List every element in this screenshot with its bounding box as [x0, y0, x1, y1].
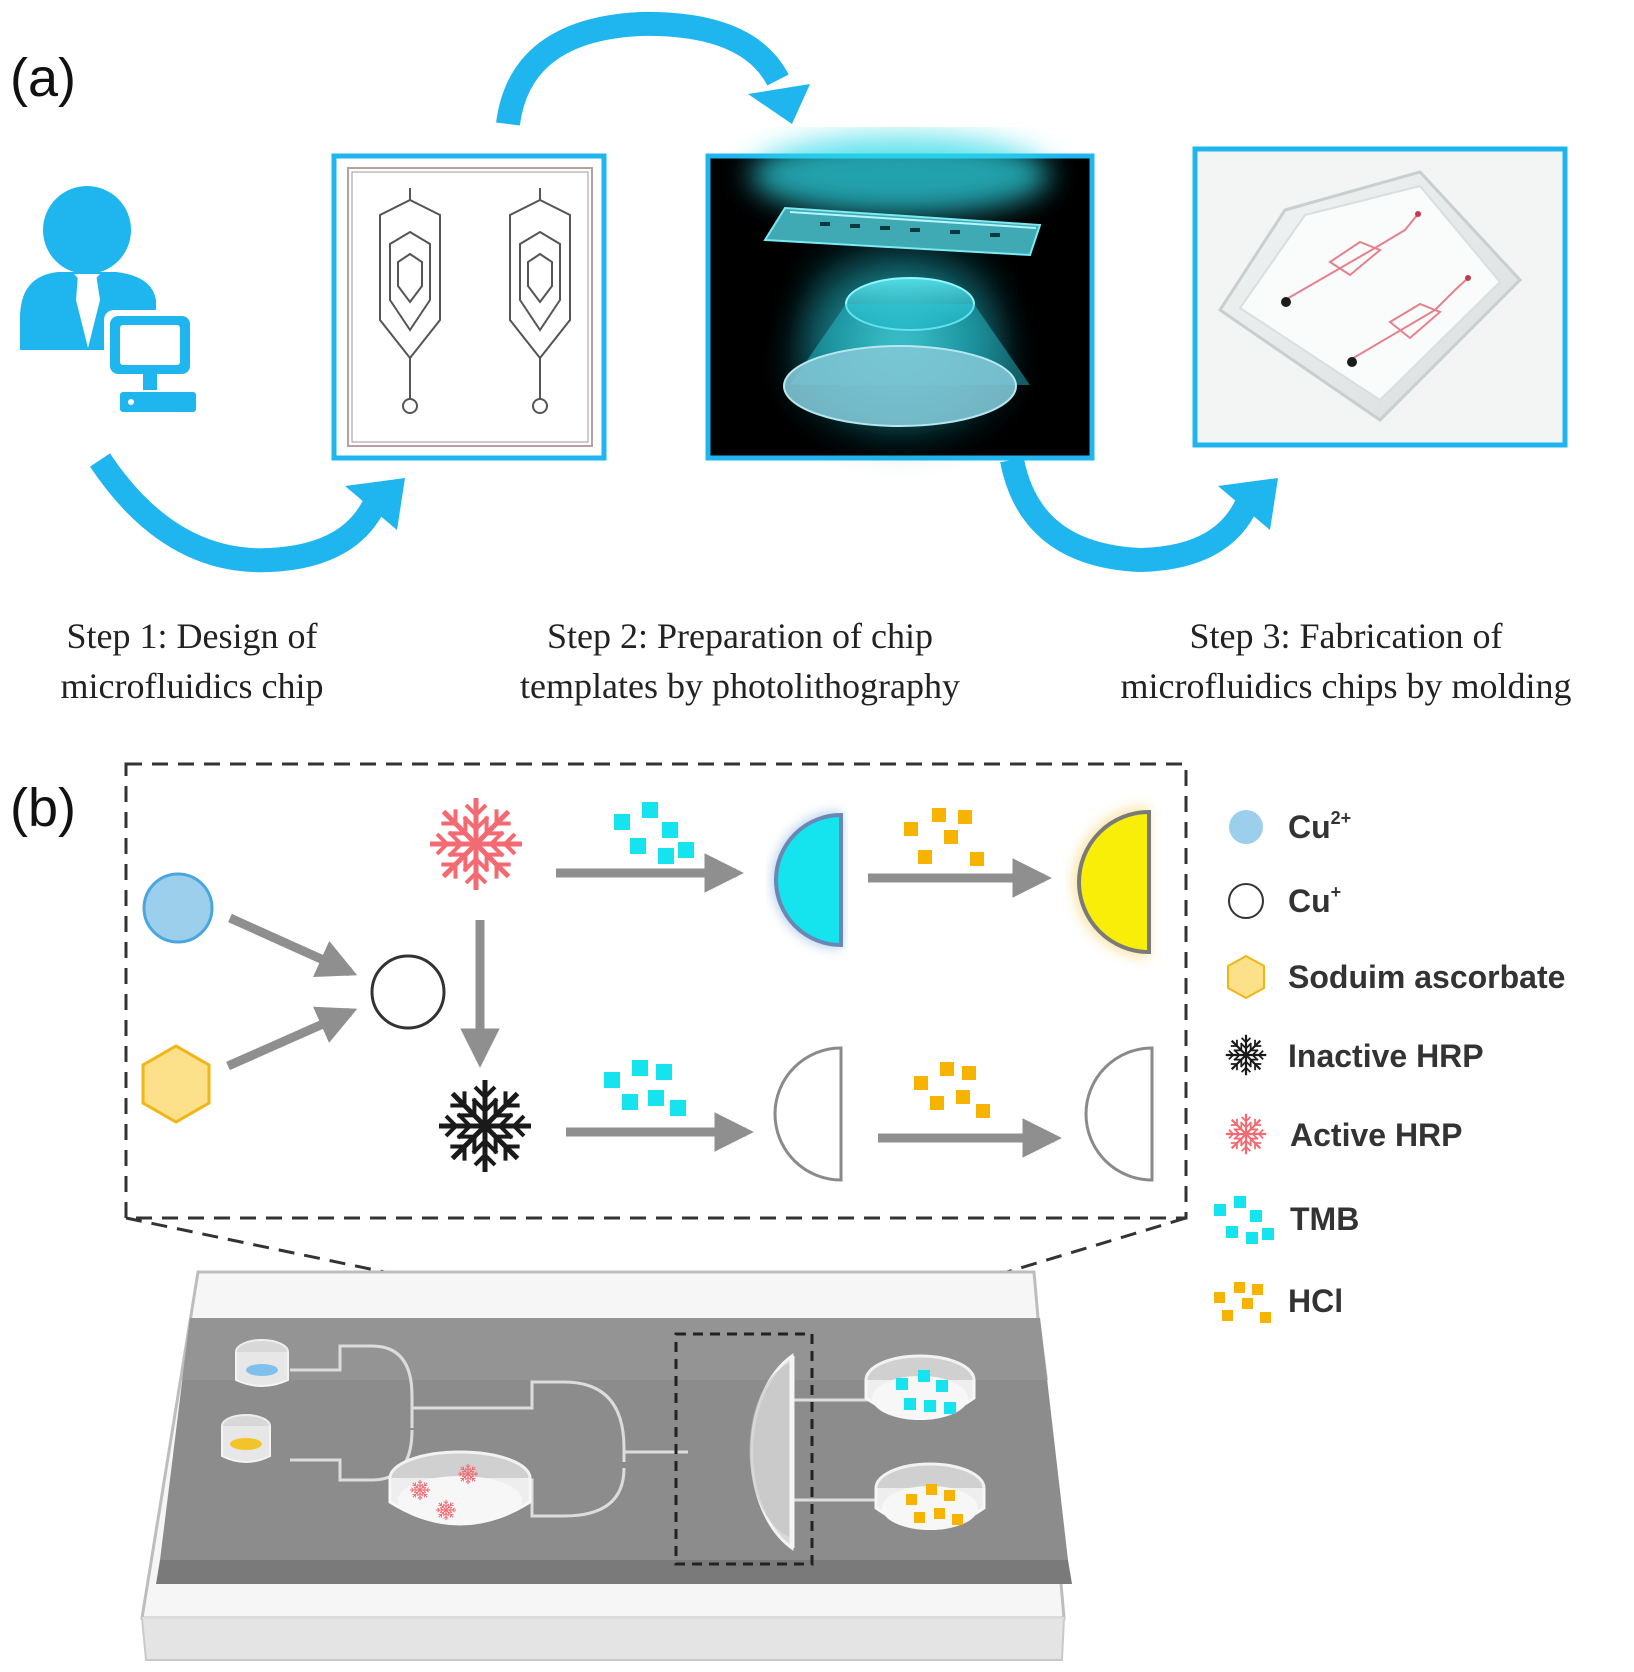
cyan-result-half-disc — [773, 812, 843, 948]
hcl-squares-bottom — [914, 1062, 990, 1118]
ascorbate-reagent-hexagon — [141, 1044, 211, 1124]
detection-half-dome — [749, 1353, 795, 1551]
legend-inactive-hrp-icon — [1226, 1035, 1266, 1075]
panel-a-label: (a) — [10, 48, 76, 108]
legend-ascorbate-label: Soduim ascorbate — [1288, 959, 1565, 995]
legend-cu-plus-icon — [1228, 883, 1264, 919]
tmb-squares-top — [614, 802, 694, 864]
cu2-reagent-circle — [142, 872, 214, 944]
reaction-zoom-box — [124, 762, 1188, 1334]
arrow-mask-to-chip — [1000, 457, 1278, 573]
cu-plus-circle — [370, 954, 446, 1030]
colorless-half-disc-2 — [1084, 1046, 1154, 1182]
legend-ascorbate-icon — [1227, 954, 1265, 1000]
tmb-reservoir — [864, 1354, 976, 1420]
colorless-half-disc-1 — [773, 1046, 843, 1182]
step-1-caption: Step 1: Design of microfluidics chip — [61, 616, 324, 706]
yellow-result-half-disc — [1073, 806, 1151, 958]
hcl-squares-top — [904, 808, 984, 866]
fabricated-chip-photo — [1192, 146, 1568, 448]
inlet-cu2-reservoir — [235, 1339, 289, 1387]
legend-cu2-icon — [1229, 810, 1263, 844]
legend: Cu2+ Cu+ Soduim ascorbate Inactive HRP A… — [1214, 808, 1565, 1323]
svg-text:templates by photolithography: templates by photolithography — [520, 666, 960, 706]
svg-text:microfluidics chips by molding: microfluidics chips by molding — [1121, 666, 1572, 706]
legend-tmb-label: TMB — [1290, 1201, 1359, 1237]
active-hrp-snowflake-icon — [430, 798, 522, 890]
legend-inactive-hrp-label: Inactive HRP — [1288, 1038, 1484, 1074]
legend-hcl-label: HCl — [1288, 1283, 1343, 1319]
inactive-hrp-snowflake-icon — [439, 1080, 531, 1172]
chip-zoom-region — [674, 1332, 814, 1566]
microfluidic-chip-3d — [140, 1270, 1072, 1661]
hrp-chamber — [388, 1450, 532, 1526]
svg-text:Step 3: Fabrication of: Step 3: Fabrication of — [1190, 616, 1503, 656]
legend-active-hrp-icon — [1226, 1114, 1266, 1154]
step-3-caption: Step 3: Fabrication of microfluidics chi… — [1121, 616, 1572, 706]
legend-hcl-icon — [1214, 1282, 1271, 1323]
photolithography-image — [705, 135, 1095, 461]
user-computer-icon — [20, 186, 196, 412]
svg-text:microfluidics chip: microfluidics chip — [61, 666, 324, 706]
arrow-template-to-mask — [496, 11, 810, 126]
step-2-caption: Step 2: Preparation of chip templates by… — [520, 616, 960, 706]
inlet-ascorbate-reservoir — [221, 1414, 271, 1463]
reaction-arrows — [226, 853, 1062, 1158]
legend-cu2-label: Cu2+ — [1288, 808, 1351, 845]
legend-active-hrp-label: Active HRP — [1290, 1117, 1463, 1153]
legend-cu-plus-label: Cu+ — [1288, 882, 1341, 919]
svg-text:Step 2: Preparation of chip: Step 2: Preparation of chip — [547, 616, 933, 656]
svg-text:Step 1: Design of: Step 1: Design of — [67, 616, 318, 656]
panel-b-label: (b) — [10, 778, 76, 838]
tmb-squares-bottom — [604, 1060, 686, 1116]
arrow-step1-to-template — [90, 453, 405, 573]
hcl-reservoir — [874, 1462, 986, 1530]
chip-design-drawing — [331, 153, 607, 461]
legend-tmb-icon — [1214, 1196, 1274, 1244]
